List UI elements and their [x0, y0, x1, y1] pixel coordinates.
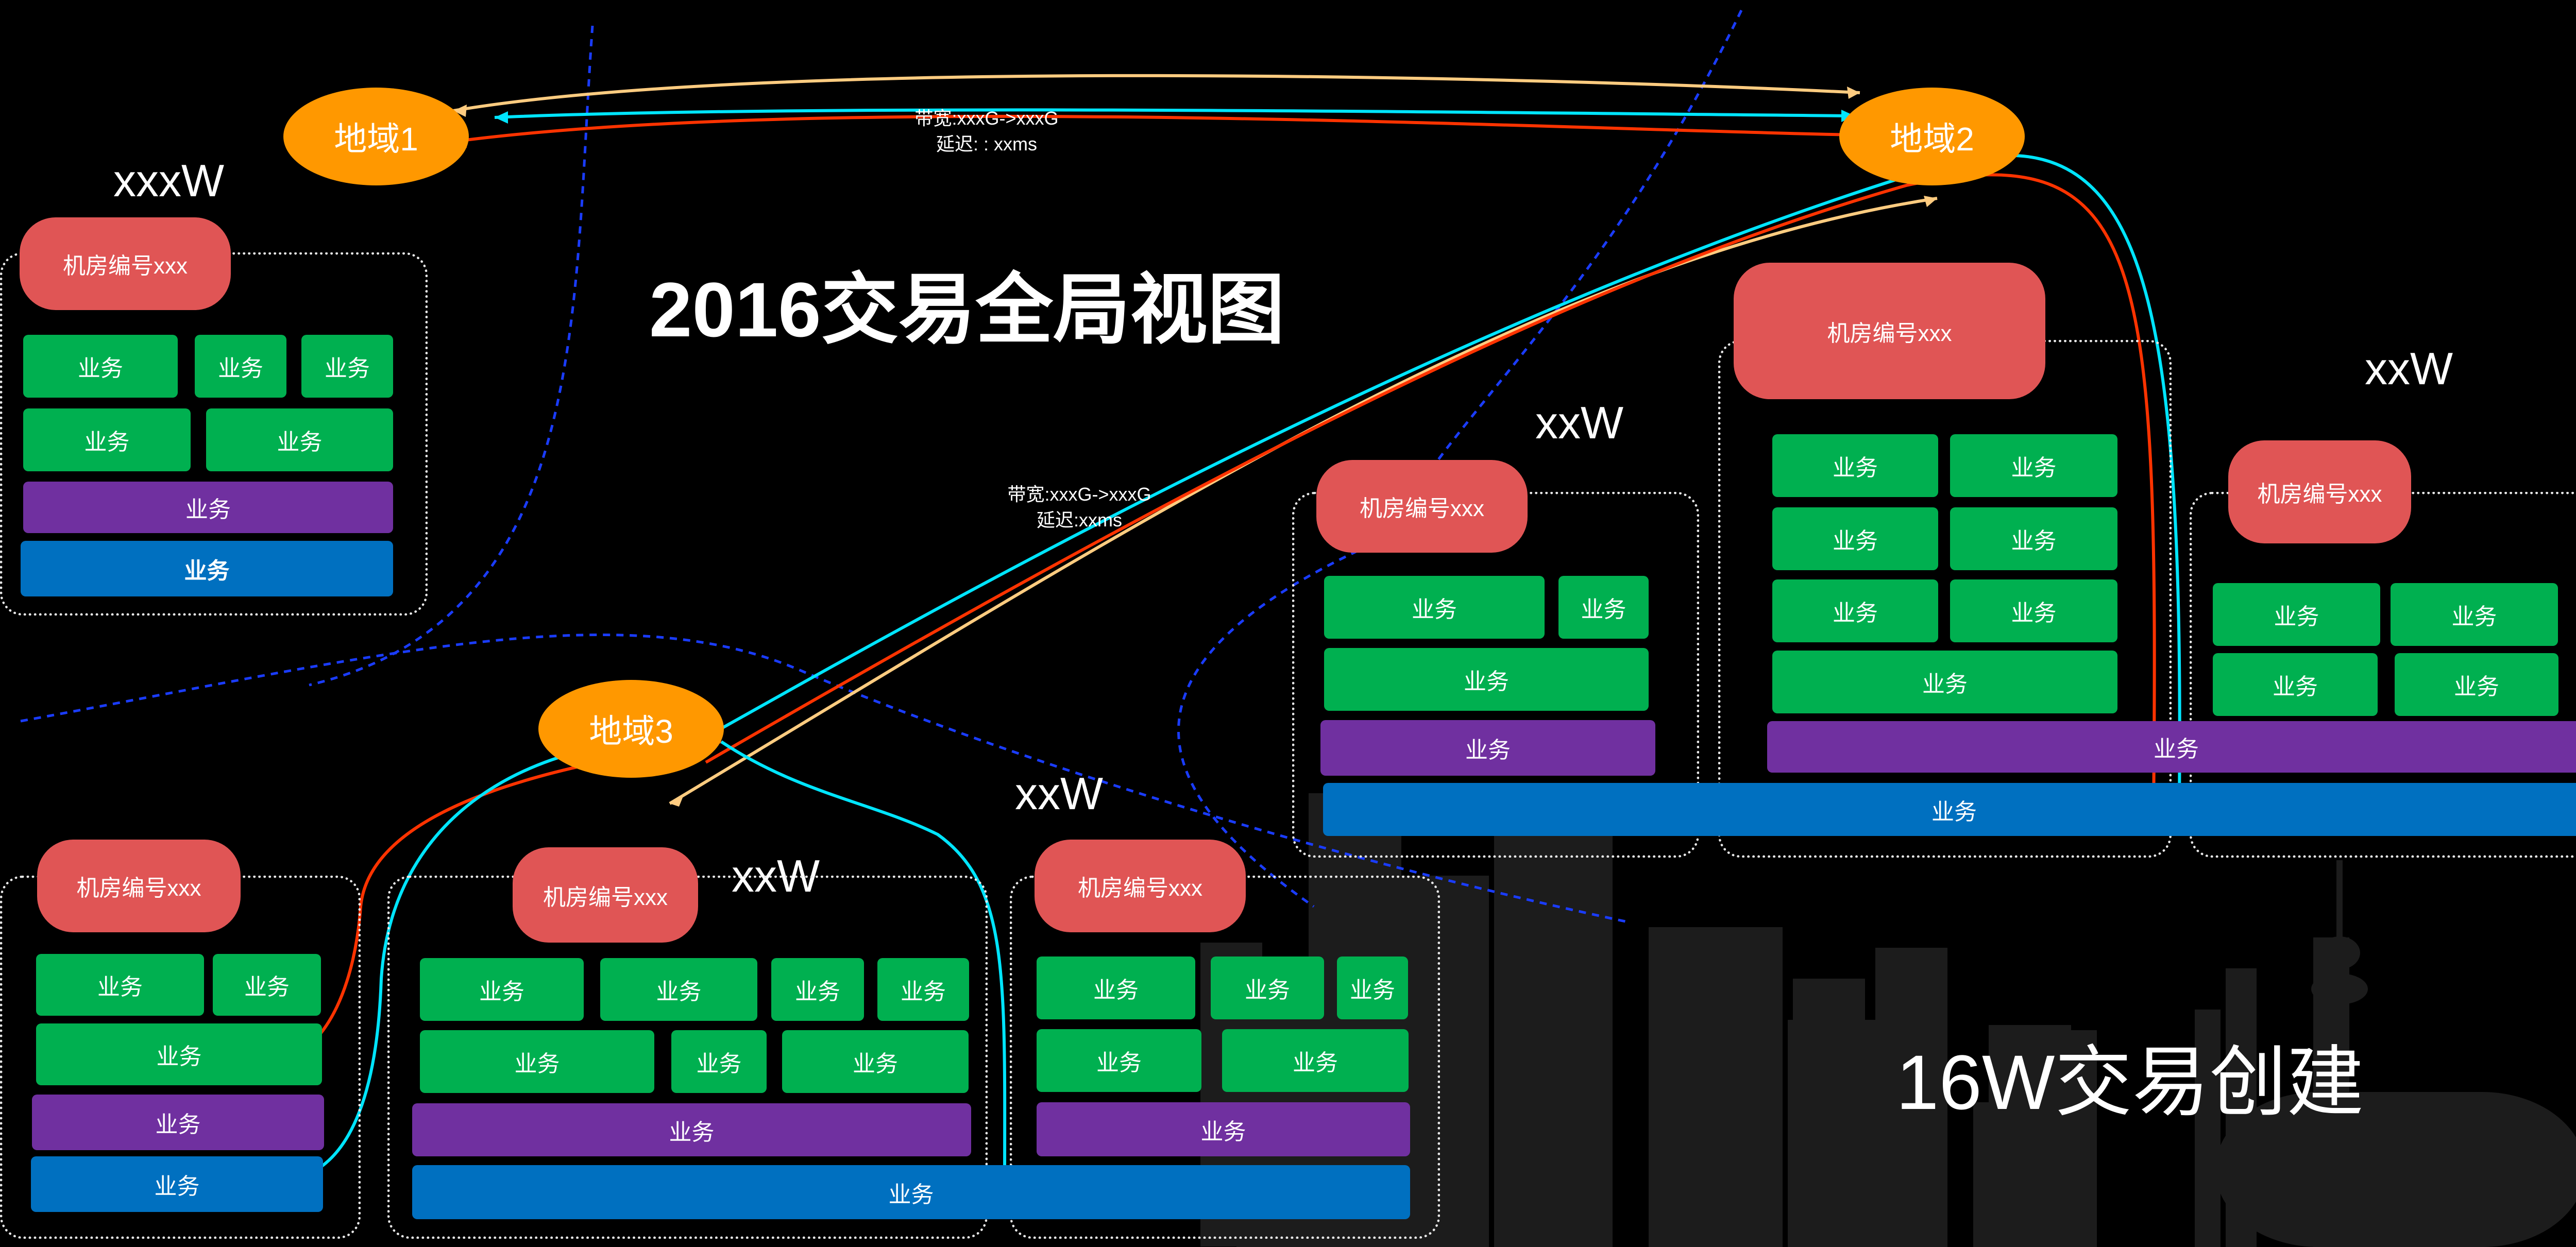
biz-block: 业务 [21, 541, 393, 596]
biz-block: 业务 [2391, 583, 2558, 646]
biz-block: 业务 [420, 958, 584, 1021]
boundary-line-1 [309, 25, 594, 687]
count-room-lower-3: xxW [1015, 768, 1104, 819]
biz-block: 业务 [36, 954, 204, 1016]
biz-block: 业务 [1324, 648, 1649, 711]
count-room-right: xxW [2365, 343, 2453, 394]
biz-block: 业务 [31, 1156, 323, 1212]
room-a-tag: 机房编号xxx [20, 217, 231, 310]
biz-block: 业务 [1772, 651, 2117, 713]
room-e-tag: 机房编号xxx [37, 840, 241, 932]
room-c-tag: 机房编号xxx [1734, 263, 2045, 399]
biz-block: 业务 [1037, 1029, 1201, 1092]
biz-block: 业务 [1950, 434, 2117, 497]
count-room-middle: xxW [1535, 397, 1624, 448]
biz-block: 业务 [195, 335, 286, 398]
biz-block: 业务 [1037, 956, 1195, 1019]
biz-block: 业务 [600, 958, 757, 1021]
room-d-tag: 机房编号xxx [2228, 440, 2411, 543]
biz-block: 业务 [2395, 653, 2558, 716]
region-2: 地域2 [1839, 88, 2025, 185]
link-note-r2-r3: 带宽:xxxG->xxxG 延迟:xxms [969, 482, 1190, 533]
biz-block: 业务 [206, 408, 393, 471]
biz-block: 业务 [1324, 576, 1545, 639]
biz-block: 业务 [782, 1030, 969, 1093]
biz-block: 业务 [671, 1030, 767, 1093]
biz-block: 业务 [1323, 783, 2576, 836]
room-b-tag: 机房编号xxx [1316, 460, 1528, 553]
biz-block: 业务 [2213, 653, 2378, 716]
biz-block: 业务 [420, 1030, 654, 1093]
biz-block: 业务 [1767, 721, 2576, 773]
region-3: 地域3 [538, 680, 724, 778]
biz-block: 业务 [1950, 579, 2117, 642]
biz-block: 业务 [23, 408, 191, 471]
room-f-tag: 机房编号xxx [513, 847, 698, 943]
biz-block: 业务 [1772, 507, 1938, 570]
biz-block: 业务 [36, 1023, 322, 1085]
region-1: 地域1 [283, 88, 469, 185]
biz-block: 业务 [1772, 434, 1938, 497]
biz-block: 业务 [1337, 956, 1408, 1019]
room-g-tag: 机房编号xxx [1035, 840, 1246, 932]
bandwidth-label: 带宽:xxxG->xxxG [914, 108, 1059, 129]
biz-block: 业务 [877, 958, 969, 1021]
biz-block: 业务 [1037, 1102, 1410, 1156]
biz-block: 业务 [1772, 579, 1938, 642]
biz-block: 业务 [1211, 956, 1324, 1019]
latency-label: 延迟: : xxms [936, 133, 1037, 155]
latency-label: 延迟:xxms [1037, 509, 1122, 531]
biz-block: 业务 [412, 1103, 971, 1156]
biz-block: 业务 [2213, 583, 2380, 646]
page-subtitle: 16W交易创建 [1896, 1039, 2364, 1125]
biz-block: 业务 [1222, 1029, 1409, 1092]
biz-block: 业务 [301, 335, 393, 398]
biz-block: 业务 [771, 958, 864, 1021]
link-note-r1-r2: 带宽:xxxG->xxxG 延迟: : xxms [876, 106, 1097, 157]
biz-block: 业务 [1950, 507, 2117, 570]
page-title: 2016交易全局视图 [649, 266, 1285, 353]
biz-block: 业务 [23, 482, 393, 533]
biz-block: 业务 [1558, 576, 1649, 639]
biz-block: 业务 [32, 1095, 324, 1150]
bandwidth-label: 带宽:xxxG->xxxG [1007, 484, 1151, 505]
biz-block: 业务 [412, 1165, 1410, 1219]
biz-block: 业务 [1320, 720, 1655, 776]
biz-block: 业务 [23, 335, 178, 398]
biz-block: 业务 [213, 954, 321, 1016]
count-region1-room: xxxW [113, 155, 225, 206]
